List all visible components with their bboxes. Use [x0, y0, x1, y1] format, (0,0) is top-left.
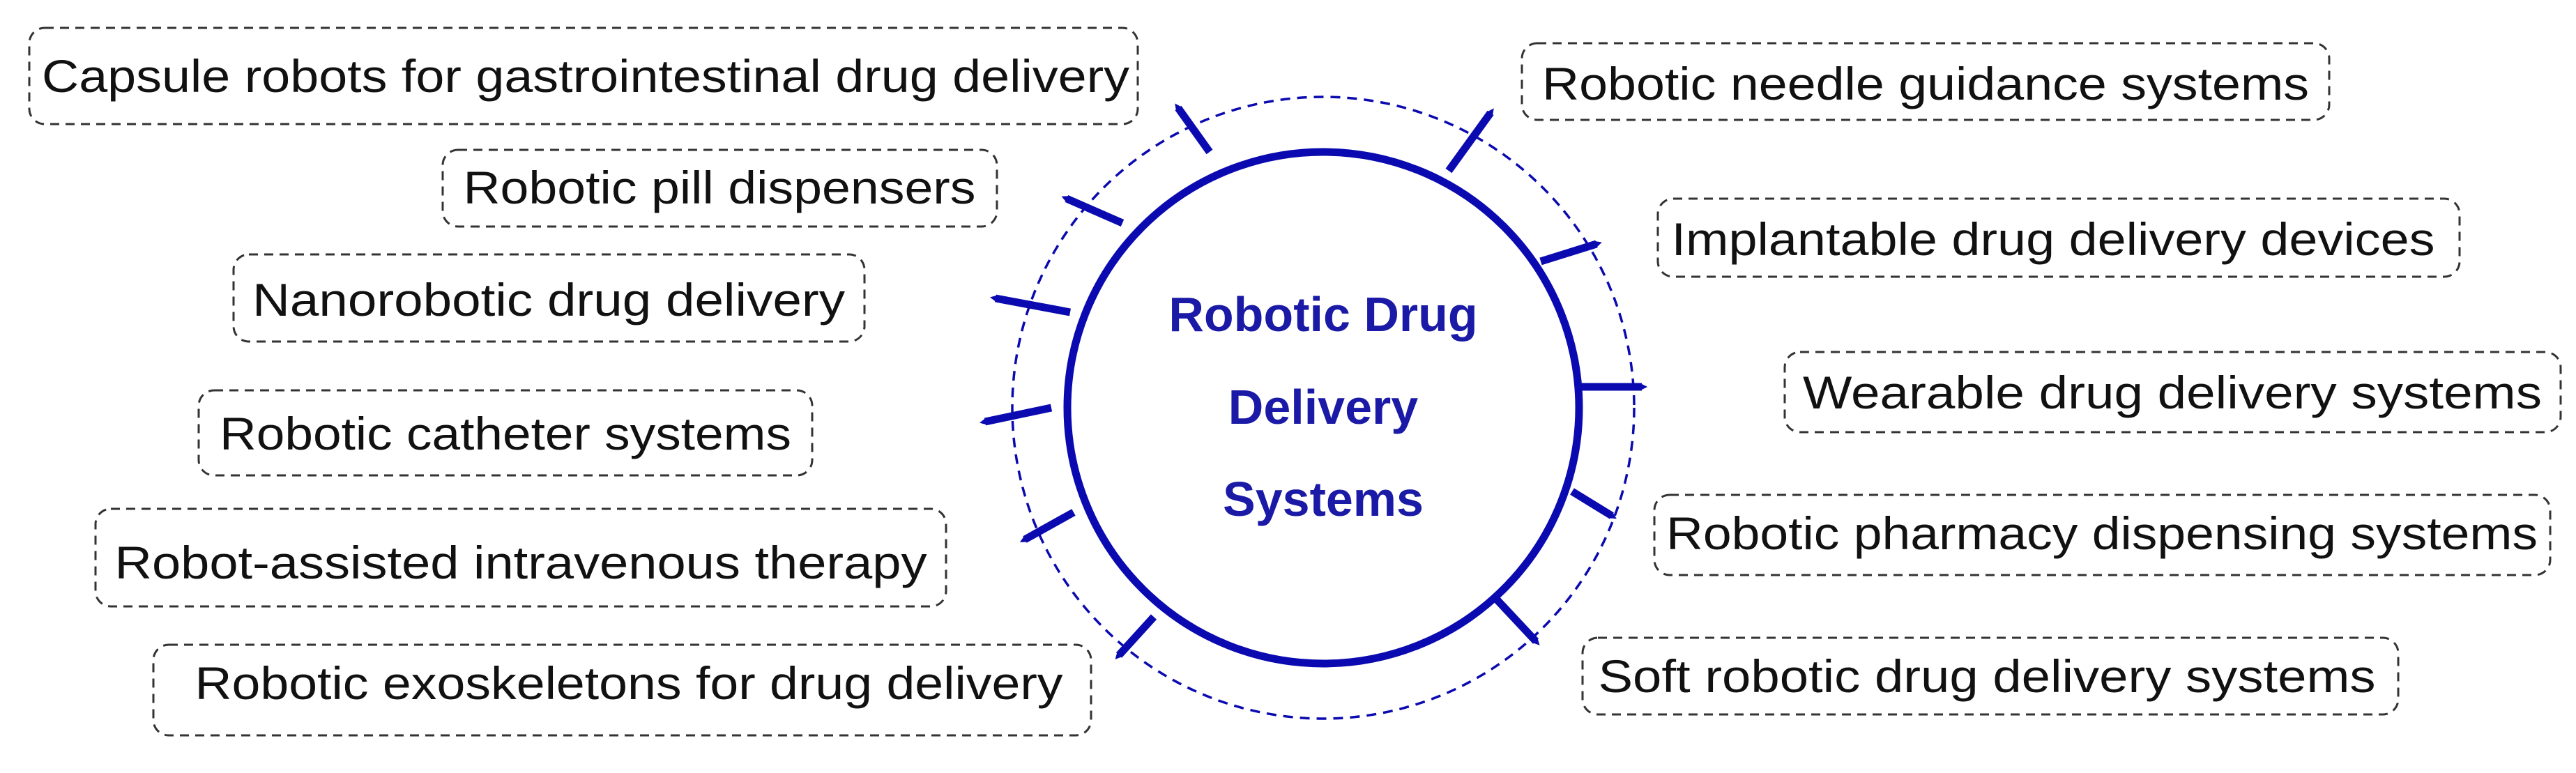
node-box	[232, 253, 866, 343]
node-box	[1653, 493, 2552, 576]
arrow-intravenous	[1019, 509, 1076, 543]
node-pharmacy: Robotic pharmacy dispensing systems	[1653, 493, 2552, 576]
center-label: Robotic Drug Delivery Systems	[1168, 287, 1477, 526]
right-nodes: Robotic needle guidance systems Implanta…	[1521, 42, 2562, 716]
node-label: Robotic needle guidance systems	[1542, 58, 2309, 109]
node-label: Soft robotic drug delivery systems	[1599, 650, 2376, 702]
outer-dashed-ring	[1011, 95, 1636, 720]
arrow-catheter	[980, 404, 1053, 426]
arrow-needle-guidance	[1445, 108, 1494, 174]
node-capsule-robots: Capsule robots for gastrointestinal drug…	[28, 26, 1139, 125]
arrow-pharmacy	[1570, 488, 1617, 519]
node-exoskeletons: Robotic exoskeletons for drug delivery	[152, 643, 1092, 737]
node-pill-dispensers: Robotic pill dispensers	[441, 148, 998, 228]
node-label: Implantable drug delivery devices	[1672, 213, 2435, 265]
node-box	[1521, 42, 2331, 121]
node-box	[441, 148, 998, 228]
node-label: Robotic pharmacy dispensing systems	[1666, 507, 2538, 559]
node-wearable: Wearable drug delivery systems	[1783, 351, 2562, 434]
arrows	[980, 103, 1648, 659]
node-intravenous: Robot-assisted intravenous therapy	[94, 507, 947, 608]
node-label: Robot-assisted intravenous therapy	[115, 537, 927, 588]
center-label-line-2: Delivery	[1228, 380, 1418, 434]
left-nodes: Capsule robots for gastrointestinal drug…	[28, 26, 1139, 737]
arrow-implantable	[1539, 240, 1602, 266]
node-box	[197, 389, 814, 477]
node-label: Capsule robots for gastrointestinal drug…	[42, 50, 1129, 102]
node-nanorobotic: Nanorobotic drug delivery	[232, 253, 866, 343]
arrow-pill-dispensers	[1061, 194, 1125, 227]
node-label: Robotic exoskeletons for drug delivery	[195, 657, 1063, 709]
node-box	[94, 507, 947, 608]
arrow-exoskeletons	[1115, 614, 1157, 659]
node-label: Nanorobotic drug delivery	[252, 274, 845, 326]
center-circle	[1063, 148, 1583, 668]
arrow-nanorobotic	[990, 294, 1072, 316]
node-label: Robotic catheter systems	[220, 408, 791, 459]
center-label-line-1: Robotic Drug	[1168, 287, 1477, 342]
node-soft-robotic: Soft robotic drug delivery systems	[1581, 636, 2400, 716]
node-label: Robotic pill dispensers	[464, 162, 976, 213]
node-box	[1656, 197, 2461, 278]
node-box	[152, 643, 1092, 737]
node-box	[1783, 351, 2562, 434]
node-implantable: Implantable drug delivery devices	[1656, 197, 2461, 278]
node-box	[28, 26, 1139, 125]
node-needle-guidance: Robotic needle guidance systems	[1521, 42, 2331, 121]
node-label: Wearable drug delivery systems	[1803, 367, 2542, 418]
node-catheter: Robotic catheter systems	[197, 389, 814, 477]
arrow-soft-robotic	[1492, 595, 1540, 645]
node-box	[1581, 636, 2400, 716]
arrow-capsule-robots	[1175, 103, 1213, 155]
center-label-line-3: Systems	[1223, 472, 1424, 526]
